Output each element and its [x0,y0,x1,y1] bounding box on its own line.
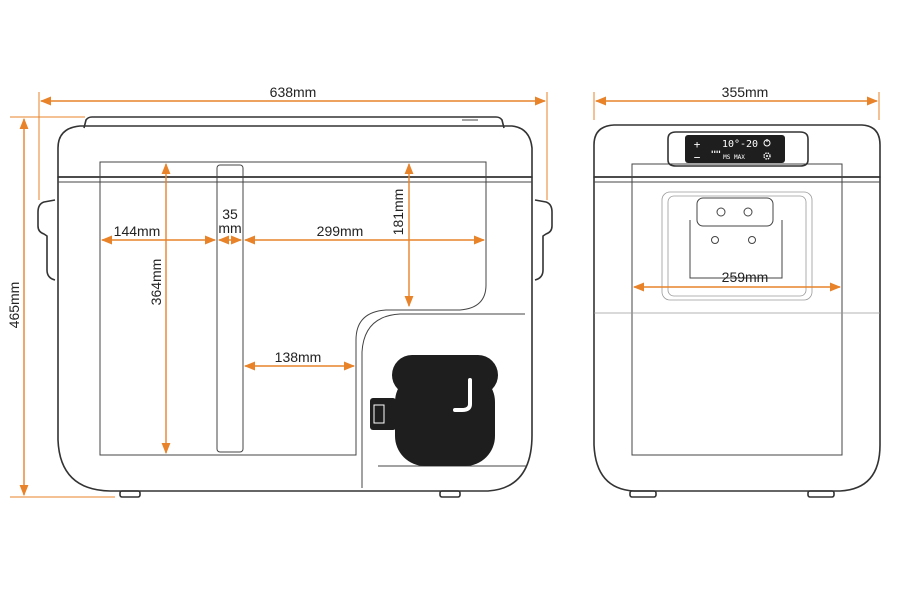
label-large-compartment-width: 144mm [114,223,161,239]
front-inner-cavity [631,163,843,456]
panel-minus-button[interactable]: − [694,151,701,164]
front-basket-hole-3 [711,236,719,244]
front-view: + − 10°-20 MS MAX ▮▮▮▮ [593,124,881,498]
side-handle-left [37,199,56,281]
panel-plus-button[interactable]: + [694,138,701,151]
label-lower-compartment-width: 138mm [275,349,322,365]
label-overall-width: 638mm [270,84,317,100]
label-right-compartment-width: 299mm [317,223,364,239]
label-overall-height: 465mm [6,282,22,329]
control-panel [685,135,785,163]
label-inner-height: 364mm [148,259,164,306]
dimension-lines: 638mm 355mm 465mm 144mm 35 mm 299mm 181m… [6,84,880,498]
side-inner-cavity [99,161,487,456]
side-compressor-bay [361,313,525,488]
side-body [57,176,533,492]
label-divider-width-bottom: mm [218,220,241,236]
front-basket-grip [696,197,774,227]
label-overall-depth: 355mm [722,84,769,100]
front-basket-hole-4 [748,236,756,244]
compressor-icon [370,355,498,466]
front-lid [593,124,881,178]
front-basket [661,191,813,301]
side-handle-right [534,199,553,281]
side-foot-right [439,490,461,498]
side-lid [57,125,533,178]
front-basket-hole-1 [716,207,726,217]
panel-display-sub: MS MAX [723,154,745,161]
side-lid-top-strip [83,116,505,129]
front-body [593,176,881,492]
panel-display-bar: ▮▮▮▮ [711,149,721,154]
label-basket-width: 259mm [722,269,769,285]
panel-display-main: 10°-20 [722,139,758,150]
label-divider-width-top: 35 [222,206,238,222]
front-basket-inner [667,195,807,297]
side-divider [216,164,244,453]
side-foot-left [119,490,141,498]
power-icon[interactable] [763,139,771,147]
front-basket-hole-2 [743,207,753,217]
side-view [37,116,553,498]
front-foot-left [629,490,657,498]
control-panel-bezel [667,131,809,167]
front-basket-handle [689,220,783,279]
front-foot-right [807,490,835,498]
label-right-upper-depth: 181mm [390,189,406,236]
gear-icon[interactable] [763,152,771,160]
